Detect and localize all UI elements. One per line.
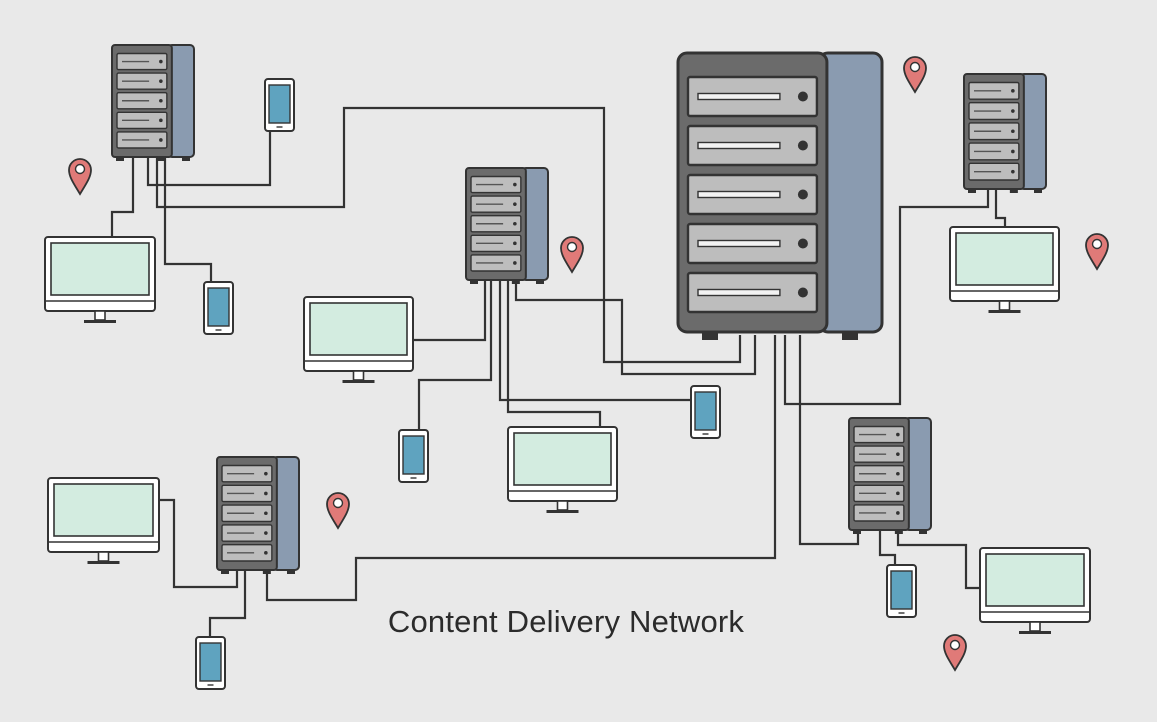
network-link <box>265 335 777 602</box>
network-link <box>146 131 272 187</box>
pin-top-left <box>68 158 92 196</box>
network-link <box>798 335 860 546</box>
network-link <box>783 189 990 406</box>
monitor-right <box>949 226 1060 313</box>
network-link <box>878 530 897 566</box>
monitor-bottom-left <box>47 477 160 564</box>
location-pin-icon <box>326 492 350 530</box>
network-link <box>208 570 247 638</box>
network-link <box>160 498 239 589</box>
desktop-monitor-icon <box>303 296 414 383</box>
server-bottom-left <box>216 456 300 574</box>
server-icon <box>848 417 932 534</box>
location-pin-icon <box>943 634 967 672</box>
server-icon <box>111 44 195 161</box>
server-rack-icon <box>676 51 884 340</box>
server-top-right <box>963 73 1047 193</box>
location-pin-icon <box>68 158 92 196</box>
desktop-monitor-icon <box>949 226 1060 313</box>
network-link <box>110 157 135 238</box>
pin-top-right <box>903 56 927 94</box>
pin-center <box>560 236 584 274</box>
network-link <box>506 280 602 428</box>
phone-top <box>264 78 295 132</box>
pin-right <box>1085 233 1109 271</box>
network-link <box>412 280 487 342</box>
location-pin-icon <box>560 236 584 274</box>
location-pin-icon <box>903 56 927 94</box>
network-link <box>896 530 980 590</box>
phone-center-left <box>398 429 429 483</box>
server-top-left <box>111 44 195 161</box>
desktop-monitor-icon <box>44 236 156 323</box>
network-nodes <box>44 44 1109 690</box>
monitor-center-left <box>303 296 414 383</box>
smartphone-icon <box>690 385 721 439</box>
pin-bottom-right <box>943 634 967 672</box>
network-link <box>514 280 757 376</box>
phone-center-right <box>690 385 721 439</box>
diagram-title: Content Delivery Network <box>387 604 745 639</box>
network-link <box>994 189 1007 228</box>
main-server <box>676 51 884 340</box>
monitor-center <box>507 426 618 513</box>
network-link <box>163 157 213 283</box>
phone-left <box>203 281 234 335</box>
desktop-monitor-icon <box>47 477 160 564</box>
server-icon <box>963 73 1047 193</box>
monitor-bottom-right <box>979 547 1091 634</box>
phone-bottom-left <box>195 636 226 690</box>
desktop-monitor-icon <box>507 426 618 513</box>
smartphone-icon <box>203 281 234 335</box>
server-bottom-right <box>848 417 932 534</box>
server-icon <box>216 456 300 574</box>
server-center <box>465 167 549 284</box>
monitor-top-left <box>44 236 156 323</box>
smartphone-icon <box>264 78 295 132</box>
network-links <box>110 106 1007 638</box>
network-link <box>498 280 707 402</box>
smartphone-icon <box>886 564 917 618</box>
desktop-monitor-icon <box>979 547 1091 634</box>
network-link <box>417 280 493 430</box>
network-link <box>155 106 742 364</box>
smartphone-icon <box>398 429 429 483</box>
location-pin-icon <box>1085 233 1109 271</box>
server-icon <box>465 167 549 284</box>
smartphone-icon <box>195 636 226 690</box>
pin-bottom-left <box>326 492 350 530</box>
phone-bottom-right <box>886 564 917 618</box>
